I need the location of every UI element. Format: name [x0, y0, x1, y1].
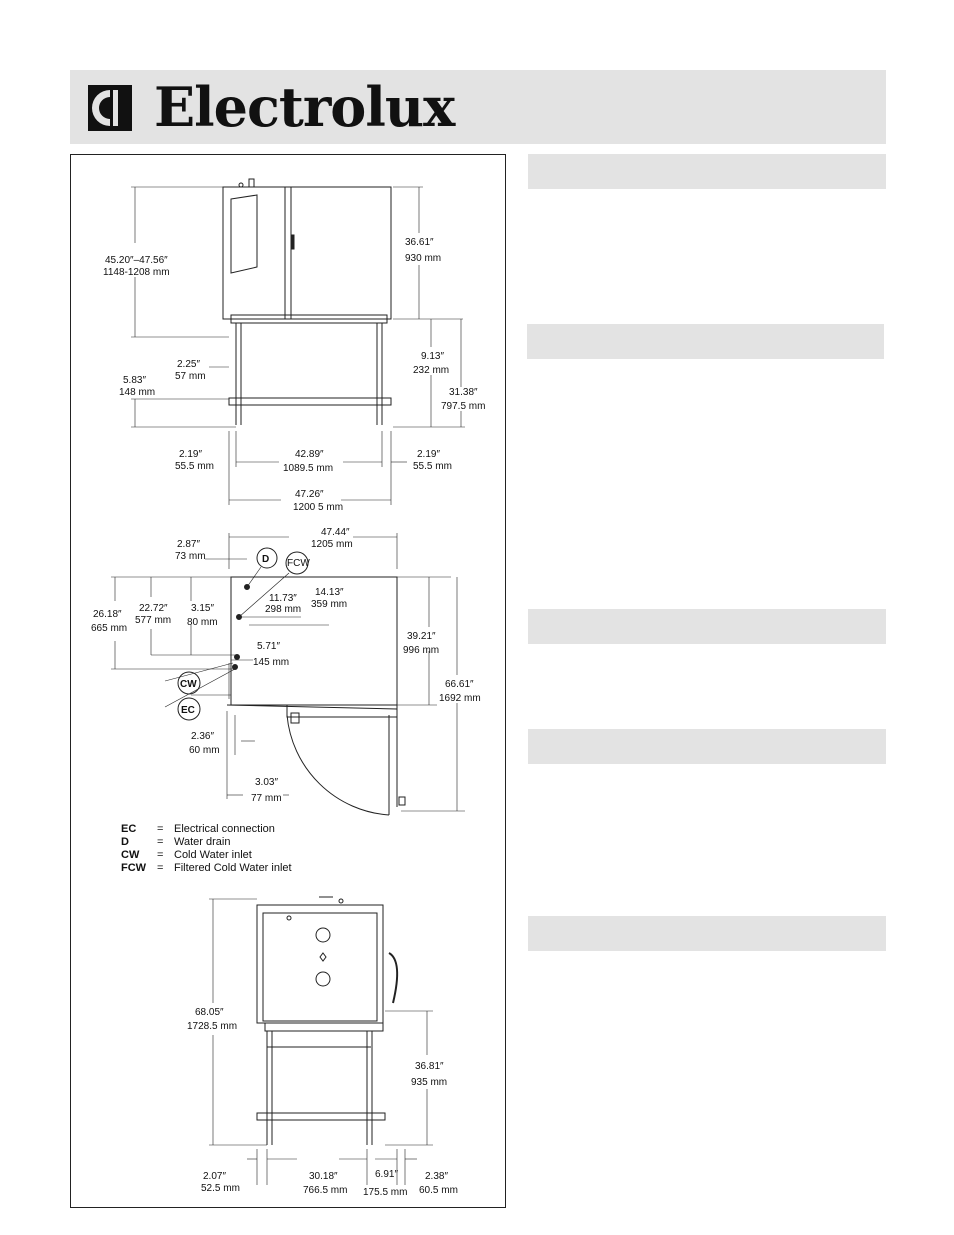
section-bar-4	[528, 729, 886, 764]
legend-key: CW	[121, 849, 140, 861]
dim-door-hinge-in: 3.03″	[255, 777, 278, 788]
legend-description: Water drain	[174, 836, 230, 848]
dim-front-stand-height-mm: 935 mm	[411, 1077, 447, 1088]
dim-d-offset-in: 2.87″	[177, 539, 200, 550]
dim-overall-height-mm: 1148-1208 mm	[103, 267, 170, 278]
legend-key: EC	[121, 823, 136, 835]
bubble-ec	[177, 697, 201, 721]
bubble-cw-label: CW	[180, 679, 197, 690]
dim-fcw-y-mm: 359 mm	[311, 599, 347, 610]
dim-leg-span-mm: 1089.5 mm	[283, 463, 333, 474]
legend-separator: =	[157, 862, 163, 874]
dim-cw-offset-in: 5.71″	[257, 641, 280, 652]
brand-name: Electrolux	[154, 75, 455, 139]
front-view-dimensions	[209, 898, 433, 1185]
legend-description: Electrical connection	[174, 823, 275, 835]
legend-separator: =	[157, 849, 163, 861]
dim-front-right-margin-in: 2.38″	[425, 1171, 448, 1182]
bubble-cw	[177, 671, 201, 695]
dim-left-margin-in: 2.19″	[179, 449, 202, 460]
dim-front-left-margin-in: 2.07″	[203, 1171, 226, 1182]
dim-left-margin-mm: 55.5 mm	[175, 461, 214, 472]
electrolux-logo-icon	[88, 85, 132, 131]
dim-side-c-in: 3.15″	[191, 603, 214, 614]
dim-cavity-height-in: 36.61″	[405, 237, 434, 248]
legend-key: D	[121, 836, 129, 848]
dim-leg-span-in: 42.89″	[295, 449, 324, 460]
dim-leg-offset-in: 2.25″	[177, 359, 200, 370]
dim-leg-offset-mm: 57 mm	[175, 371, 206, 382]
dim-front-left-margin-mm: 52.5 mm	[201, 1183, 240, 1194]
bubble-d	[256, 547, 278, 569]
legend-description: Cold Water inlet	[174, 849, 252, 861]
dim-overall-width-in: 47.26″	[295, 489, 324, 500]
dim-side-b-in: 22.72″	[139, 603, 168, 614]
dim-right-margin-mm: 55.5 mm	[413, 461, 452, 472]
dim-front-leg-span-mm: 766.5 mm	[303, 1185, 347, 1196]
dim-door-hinge-mm: 77 mm	[251, 793, 282, 804]
top-view-dimensions	[111, 533, 465, 812]
drawing-canvas: 45.20″–47.56″ 1148-1208 mm 36.61″ 930 mm…	[91, 178, 485, 1198]
dim-front-leg-span-in: 30.18″	[309, 1171, 338, 1182]
dim-front-overall-height-mm: 1728.5 mm	[187, 1021, 237, 1032]
section-bar-1	[528, 154, 886, 189]
top-view-outline	[226, 576, 406, 816]
dim-ec-offset-mm: 60 mm	[189, 745, 220, 756]
legend-key: FCW	[121, 862, 147, 874]
legend-separator: =	[157, 836, 163, 848]
bubble-fcw	[285, 551, 309, 575]
dim-side-c-mm: 80 mm	[187, 617, 218, 628]
dim-front-right-margin-mm: 60.5 mm	[419, 1185, 458, 1196]
dim-overall-width-mm: 1200 5 mm	[293, 502, 343, 513]
dim-depth-in: 47.44″	[321, 527, 350, 538]
section-bar-5	[528, 916, 886, 951]
bubble-ec-label: EC	[181, 705, 195, 716]
dim-shelf-height-mm: 148 mm	[119, 387, 155, 398]
legend-separator: =	[157, 823, 163, 835]
dim-side-a-mm: 665 mm	[91, 623, 127, 634]
dim-front-overall-height-in: 68.05″	[195, 1007, 224, 1018]
dim-side-a-in: 26.18″	[93, 609, 122, 620]
dim-door-open-mm: 1692 mm	[439, 693, 481, 704]
dim-stand-gap-mm: 232 mm	[413, 365, 449, 376]
dim-front-stand-height-in: 36.81″	[415, 1061, 444, 1072]
bubble-d-label: D	[262, 554, 269, 565]
section-bar-2	[527, 324, 884, 359]
dim-front-handle-offset-mm: 175.5 mm	[363, 1187, 407, 1198]
dim-body-depth-in: 39.21″	[407, 631, 436, 642]
header-band: Electrolux	[70, 70, 886, 144]
front-view-outline	[256, 896, 399, 1145]
dim-right-margin-in: 2.19″	[417, 449, 440, 460]
dim-front-handle-offset-in: 6.91″	[375, 1169, 398, 1180]
dim-cw-offset-mm: 145 mm	[253, 657, 289, 668]
dim-stand-height-mm: 797.5 mm	[441, 401, 485, 412]
dim-shelf-height-in: 5.83″	[123, 375, 146, 386]
dim-stand-gap-in: 9.13″	[421, 351, 444, 362]
dim-stand-height-in: 31.38″	[449, 387, 478, 398]
dim-side-b-mm: 577 mm	[135, 615, 171, 626]
dim-body-depth-mm: 996 mm	[403, 645, 439, 656]
dim-door-open-in: 66.61″	[445, 679, 474, 690]
dim-fcw-y-in: 14.13″	[315, 587, 344, 598]
dim-ec-offset-in: 2.36″	[191, 731, 214, 742]
technical-drawing: 45.20″–47.56″ 1148-1208 mm 36.61″ 930 mm…	[70, 154, 506, 1208]
section-bar-3	[528, 609, 886, 644]
dim-fcw-x-mm: 298 mm	[265, 604, 301, 615]
legend-description: Filtered Cold Water inlet	[174, 862, 292, 874]
dim-depth-mm: 1205 mm	[311, 539, 353, 550]
dim-overall-height-in: 45.20″–47.56″	[105, 255, 168, 266]
dim-cavity-height-mm: 930 mm	[405, 253, 441, 264]
side-view-outline	[222, 178, 392, 425]
bubble-fcw-label: FCW	[287, 558, 310, 569]
side-view-dimensions	[131, 186, 465, 505]
dim-d-offset-mm: 73 mm	[175, 551, 206, 562]
dim-fcw-x-in: 11.73″	[269, 593, 297, 604]
